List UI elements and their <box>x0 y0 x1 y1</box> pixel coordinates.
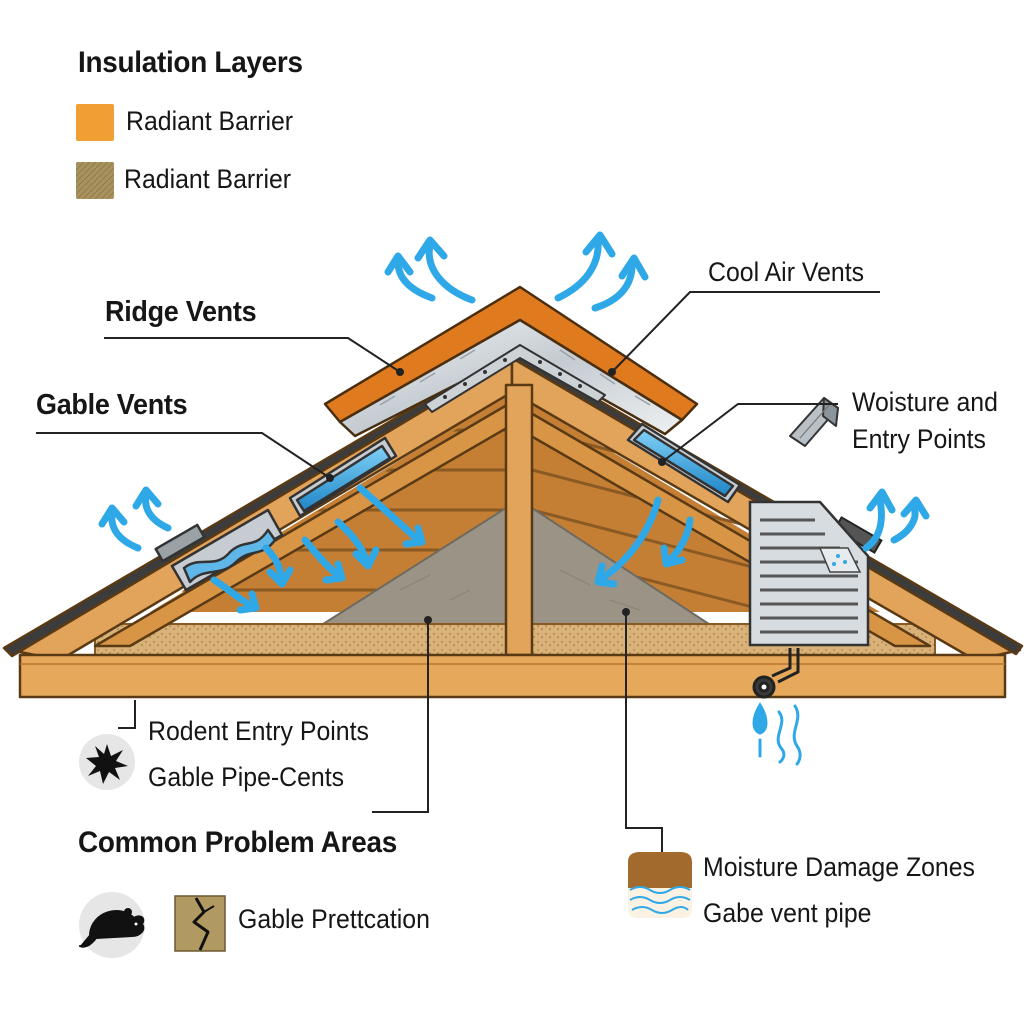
rodent-icon <box>79 892 145 958</box>
callout-moisture-entry-line2: Entry Points <box>852 424 986 454</box>
callout-gable-pipe: Gable Pipe-Cents <box>148 762 345 792</box>
callout-moisture-entry-line1: Woisture and <box>852 387 998 417</box>
callout-gable-vent-pipe: Gabe vent pipe <box>703 898 872 928</box>
moisture-layer-icon <box>628 852 692 918</box>
wood-shim-icon <box>789 397 839 447</box>
ridge-vent <box>323 285 699 438</box>
water-drip-icon <box>752 702 802 766</box>
leader-lines <box>36 291 880 860</box>
callout-moisture-damage: Moisture Damage Zones <box>703 852 975 882</box>
legend-swatch-radiant-barrier <box>76 104 114 141</box>
splat-icon <box>79 734 135 790</box>
legend-swatch-fiberglass <box>76 162 114 199</box>
gable-vent-pipe <box>752 648 800 699</box>
legend-item-label: Radiant Barrier <box>124 164 292 194</box>
airflow-arrow-icon <box>98 231 930 614</box>
legend-title: Insulation Layers <box>78 46 303 79</box>
callout-cool-air-vents: Cool Air Vents <box>708 257 865 287</box>
gable-vent-upper-left <box>288 436 398 518</box>
callout-rodent-entry: Rodent Entry Points <box>148 716 369 746</box>
gable-vent-lower-left <box>154 508 284 592</box>
legend-item-label: Radiant Barrier <box>126 106 294 136</box>
callout-gable-vents: Gable Vents <box>36 389 188 421</box>
gable-louver-vent <box>748 500 870 647</box>
problems-item-label: Gable Prettcation <box>238 904 430 934</box>
problems-title: Common Problem Areas <box>78 826 397 859</box>
callout-ridge-vents: Ridge Vents <box>105 296 257 328</box>
cool-air-vent-right <box>626 422 742 504</box>
crack-icon <box>174 895 226 952</box>
